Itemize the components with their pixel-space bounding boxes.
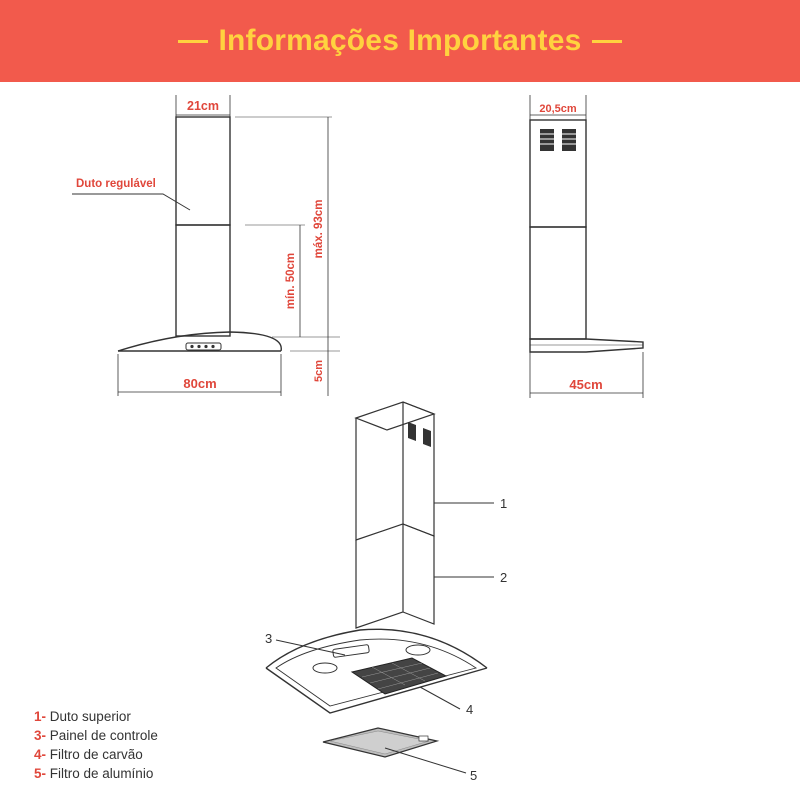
iso-view	[265, 401, 488, 758]
front-width-top-label: 21cm	[187, 99, 219, 113]
duct-label: Duto regulável	[76, 178, 156, 190]
iso-upper-duct-top	[354, 401, 436, 431]
legend-number: 1-	[34, 709, 47, 724]
side-upper-duct	[529, 119, 587, 228]
front-hood-top	[117, 331, 282, 352]
side-view	[529, 95, 644, 398]
side-hood	[529, 338, 644, 353]
max-height-label: máx. 93cm	[313, 200, 325, 259]
min-height-label: mín. 50cm	[285, 253, 297, 309]
parts-legend: 1- Duto superior 3- Painel de controle 4…	[34, 707, 158, 783]
legend-text: Filtro de carvão	[49, 747, 143, 762]
side-vent-right	[562, 129, 576, 151]
header-banner: Informações Importantes	[0, 0, 800, 82]
callout-1: 1	[500, 496, 507, 511]
legend-item: 4- Filtro de carvão	[34, 745, 158, 764]
front-width-bottom-label: 80cm	[183, 376, 216, 391]
duct-label-leader	[72, 193, 191, 211]
product-diagram: 21cm Duto regulável 80cm 20,5cm 45cm máx…	[72, 95, 644, 783]
callout-5: 5	[470, 768, 477, 783]
legend-number: 3-	[34, 728, 47, 743]
page-title: Informações Importantes	[178, 24, 622, 58]
legend-text: Duto superior	[49, 709, 131, 724]
title-dash-right	[591, 39, 622, 43]
legend-text: Filtro de alumínio	[49, 766, 154, 781]
side-width-top-label: 20,5cm	[539, 103, 577, 115]
front-control-panel	[185, 342, 222, 351]
iso-upper-duct-side	[402, 401, 435, 537]
hood-height-label: 5cm	[313, 360, 325, 382]
callout-4: 4	[466, 702, 473, 717]
front-lower-duct	[175, 224, 231, 337]
front-view	[72, 95, 340, 396]
page-title-text: Informações Importantes	[218, 24, 582, 57]
side-lower-duct	[529, 226, 587, 340]
legend-item: 1- Duto superior	[34, 707, 158, 726]
side-vent-left	[540, 129, 554, 151]
legend-number: 4-	[34, 747, 47, 762]
legend-text: Painel de controle	[49, 728, 158, 743]
callout-leaders	[275, 502, 494, 774]
legend-item: 3- Painel de controle	[34, 726, 158, 745]
callout-2: 2	[500, 570, 507, 585]
front-upper-duct	[175, 116, 231, 226]
iso-hood-rim	[265, 667, 488, 714]
legend-number: 5-	[34, 766, 47, 781]
iso-lower-duct-front	[355, 524, 404, 629]
iso-lower-duct-side	[402, 523, 435, 625]
iso-control-panel	[332, 644, 370, 658]
legend-item: 5- Filtro de alumínio	[34, 764, 158, 783]
callout-3: 3	[265, 631, 272, 646]
side-width-bottom-label: 45cm	[569, 377, 602, 392]
title-dash-left	[178, 39, 209, 43]
iso-hood-top	[265, 628, 488, 669]
